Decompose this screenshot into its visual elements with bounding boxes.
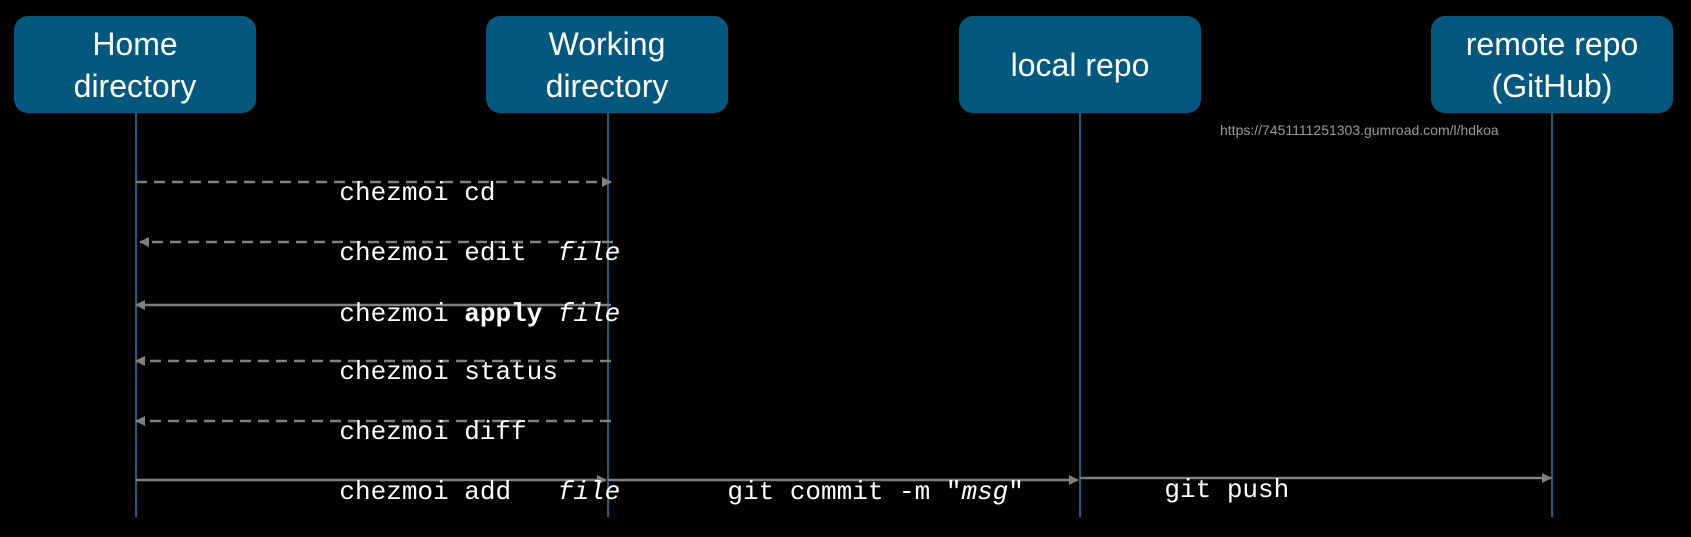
message-arrows	[135, 177, 1552, 485]
label-git-commit-msg: msg	[961, 477, 1009, 507]
actor-remote-line2: (GitHub)	[1491, 67, 1613, 104]
label-chezmoi-status-text: chezmoi status	[339, 357, 558, 387]
label-chezmoi-edit: chezmoi edit file	[277, 208, 620, 298]
actor-local-line1: local repo	[1010, 46, 1150, 83]
label-git-push-text: git push	[1164, 475, 1290, 505]
label-chezmoi-cd-text: chezmoi cd	[339, 178, 496, 208]
actor-remote-repo: remote repo (GitHub)	[1431, 16, 1673, 113]
actor-working-line1: Working	[548, 25, 666, 62]
label-chezmoi-apply-space	[542, 299, 558, 329]
actor-working-line2: directory	[545, 67, 669, 104]
label-chezmoi-edit-file: file	[557, 238, 621, 268]
actor-home-directory: Home directory	[14, 16, 256, 113]
label-chezmoi-add-file: file	[557, 477, 621, 507]
lifeline-home	[135, 113, 137, 517]
label-git-commit: git commit -m "msg"	[665, 447, 1024, 537]
label-git-commit-cmd: git commit -m "	[727, 477, 962, 507]
label-chezmoi-apply: chezmoi apply file	[277, 269, 620, 359]
label-chezmoi-apply-file: file	[557, 299, 621, 329]
label-git-commit-quote: "	[1008, 477, 1024, 507]
actor-local-repo: local repo	[959, 16, 1201, 113]
label-chezmoi-status: chezmoi status	[277, 327, 558, 417]
label-chezmoi-edit-cmd: chezmoi edit	[339, 238, 558, 268]
lifeline-local	[1079, 113, 1081, 517]
label-git-push: git push	[1102, 445, 1289, 535]
sequence-diagram: Home directory Working directory local r…	[14, 16, 1673, 517]
actor-remote-line1: remote repo	[1465, 25, 1639, 62]
label-chezmoi-diff-text: chezmoi diff	[339, 417, 527, 447]
watermark-url: https://7451111251303.gumroad.com/l/hdko…	[1220, 122, 1499, 138]
label-chezmoi-add-cmd: chezmoi add	[339, 477, 558, 507]
actor-home-line2: directory	[73, 67, 197, 104]
label-chezmoi-add: chezmoi add file	[277, 447, 620, 537]
label-chezmoi-diff: chezmoi diff	[277, 387, 527, 477]
lifeline-working	[607, 113, 609, 517]
actor-home-line1: Home	[92, 25, 178, 62]
label-chezmoi-cd: chezmoi cd	[277, 148, 495, 238]
label-chezmoi-apply-verb: apply	[464, 299, 543, 329]
actor-working-directory: Working directory	[486, 16, 728, 113]
label-chezmoi-apply-prefix: chezmoi	[339, 299, 465, 329]
lifeline-remote	[1551, 113, 1553, 517]
